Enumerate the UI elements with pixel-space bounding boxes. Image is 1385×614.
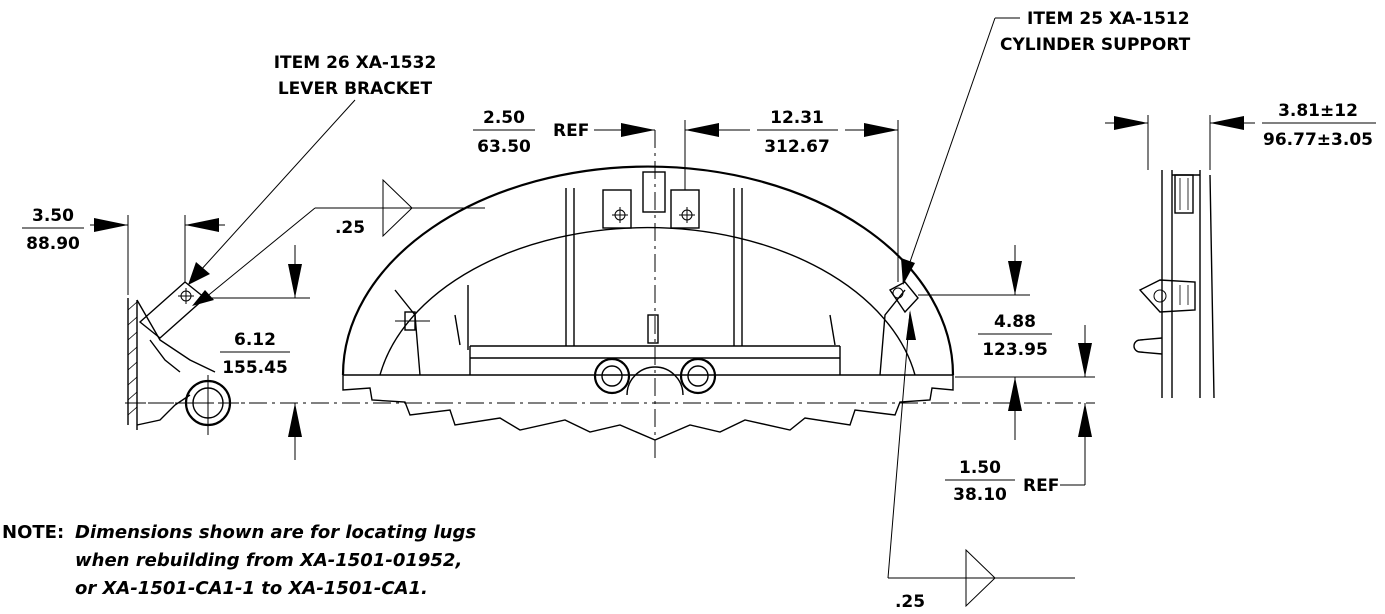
- weld-size-bottom: .25: [895, 592, 925, 612]
- dim-2-50-mm: 63.50: [477, 137, 531, 157]
- dim-6-12-mm: 155.45: [222, 358, 288, 378]
- dim-6-12: 6.12 155.45: [220, 330, 290, 378]
- dim-1-50-mm: 38.10: [953, 485, 1007, 505]
- dim-12-31-in: 12.31: [770, 108, 824, 128]
- item25-line1: ITEM 25 XA-1512: [1027, 9, 1190, 29]
- callout-item-25: ITEM 25 XA-1512 CYLINDER SUPPORT: [1000, 9, 1191, 55]
- dim-1-50: 1.50 38.10 REF: [945, 458, 1059, 505]
- dim-2-50-in: 2.50: [483, 108, 525, 128]
- dim-4-88-in: 4.88: [994, 312, 1036, 332]
- dim-2-50-ref: REF: [553, 121, 589, 141]
- item25-line2: CYLINDER SUPPORT: [1000, 35, 1191, 55]
- dimension-lines: [90, 17, 1255, 608]
- dim-2-50: 2.50 63.50 REF: [473, 108, 612, 157]
- drawing-note: NOTE: Dimensions shown are for locating …: [2, 522, 476, 599]
- dim-3-81: 3.81±12 96.77±3.05: [1262, 101, 1376, 150]
- dim-1-50-ref: REF: [1023, 476, 1059, 496]
- note-line1: Dimensions shown are for locating lugs: [75, 522, 476, 543]
- item26-line2: LEVER BRACKET: [278, 79, 433, 99]
- item26-line1: ITEM 26 XA-1532: [274, 53, 437, 73]
- dim-3-50: 3.50 88.90: [22, 206, 84, 254]
- note-line2: when rebuilding from XA-1501-01952,: [75, 550, 462, 571]
- dim-6-12-in: 6.12: [234, 330, 276, 350]
- dim-12-31: 12.31 312.67: [757, 108, 838, 157]
- dim-1-50-in: 1.50: [959, 458, 1001, 478]
- cover-main-view: [125, 130, 1095, 460]
- dim-12-31-mm: 312.67: [764, 137, 830, 157]
- note-line3: or XA-1501-CA1-1 to XA-1501-CA1.: [75, 578, 428, 599]
- side-view: [1133, 170, 1215, 399]
- dim-4-88: 4.88 123.95: [978, 312, 1052, 360]
- dim-4-88-mm: 123.95: [982, 340, 1048, 360]
- dim-3-81-in: 3.81±12: [1278, 101, 1358, 121]
- dim-3-81-mm: 96.77±3.05: [1263, 130, 1373, 150]
- dim-3-50-mm: 88.90: [26, 234, 80, 254]
- weld-size-top: .25: [335, 218, 365, 238]
- callout-item-26: ITEM 26 XA-1532 LEVER BRACKET: [274, 53, 437, 99]
- dim-3-50-in: 3.50: [32, 206, 74, 226]
- note-label: NOTE:: [2, 522, 64, 543]
